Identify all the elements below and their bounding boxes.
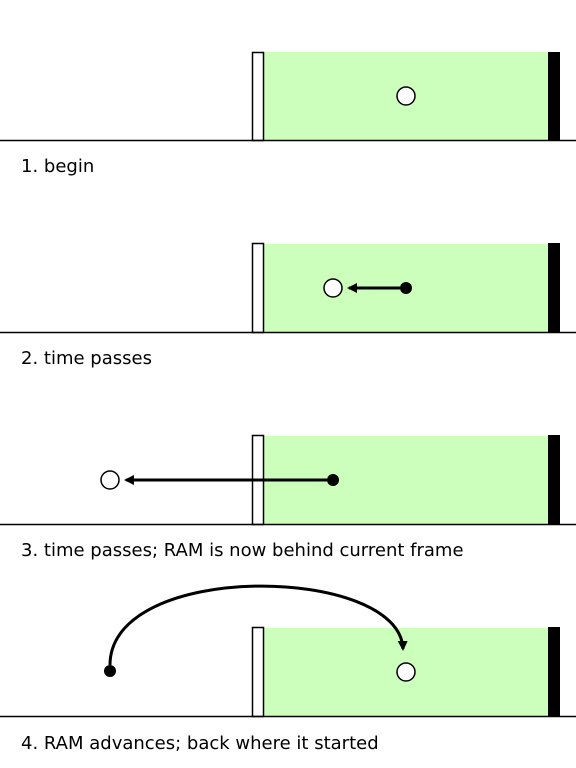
buffer-end-marker: [548, 52, 560, 141]
buffer-end-marker: [548, 627, 560, 717]
previous-position-dot: [400, 282, 412, 294]
caption: 4. RAM advances; back where it started: [21, 733, 379, 754]
buffer-end-marker: [548, 243, 560, 333]
advance-arc-arrow: [108, 584, 408, 666]
buffer-start-marker: [251, 51, 265, 142]
previous-position-dot: [327, 474, 339, 486]
ram-pointer-open: [396, 662, 416, 682]
previous-position-dot: [104, 665, 116, 677]
caption: 3. time passes; RAM is now behind curren…: [21, 540, 464, 561]
ram-pointer-open: [396, 86, 416, 106]
panel-4: 4. RAM advances; back where it started: [0, 584, 576, 754]
ram-pointer-open: [323, 278, 343, 298]
caption: 1. begin: [21, 156, 94, 177]
buffer-start-marker: [251, 242, 265, 334]
panel-2: 2. time passes: [0, 242, 576, 369]
buffer-start-marker: [251, 626, 265, 718]
ram-pointer-open: [100, 470, 120, 490]
buffer-end-marker: [548, 435, 560, 525]
panel-1: 1. begin: [0, 51, 576, 177]
caption: 2. time passes: [21, 348, 152, 369]
panel-3: 3. time passes; RAM is now behind curren…: [0, 434, 576, 561]
